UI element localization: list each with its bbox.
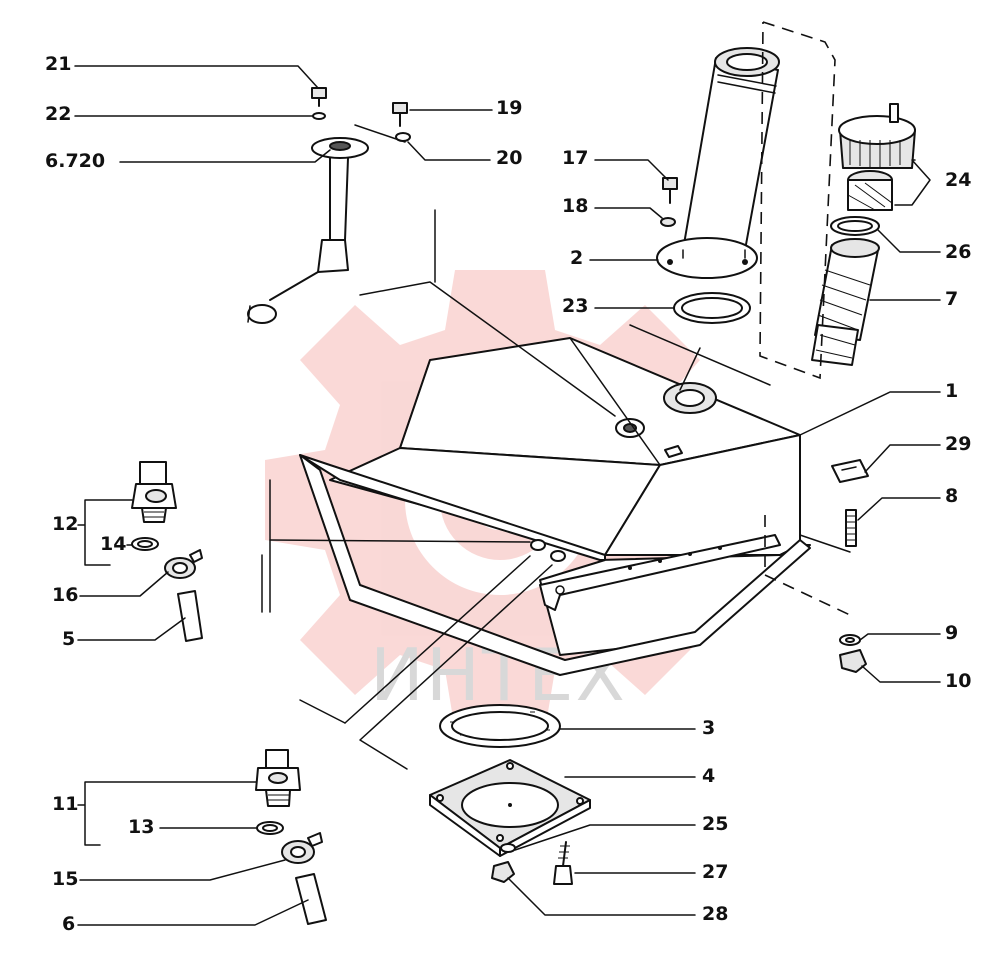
washer-18 <box>660 217 676 227</box>
callout-22: 22 <box>45 103 71 125</box>
gasket-23 <box>673 292 751 324</box>
assembly-lines <box>261 21 851 770</box>
callout-2: 2 <box>570 247 583 269</box>
gasket-3 <box>439 704 561 748</box>
callout-14: 14 <box>100 533 126 555</box>
drain-tap-12 <box>131 461 177 523</box>
callout-20: 20 <box>496 147 522 169</box>
callout-15: 15 <box>52 868 78 890</box>
gasket-26 <box>830 216 880 236</box>
callout-16: 16 <box>52 584 78 606</box>
callout-23: 23 <box>562 295 588 317</box>
callout-27: 27 <box>702 861 728 883</box>
washer-9 <box>839 634 861 646</box>
callout-6720: 6.720 <box>45 150 105 172</box>
callout-26: 26 <box>945 241 971 263</box>
bolt-17 <box>662 177 678 204</box>
clip-29 <box>831 459 869 483</box>
stud-8 <box>845 509 857 547</box>
callout-21: 21 <box>45 53 71 75</box>
callout-1: 1 <box>945 380 958 402</box>
callout-10: 10 <box>945 670 971 692</box>
hose-6 <box>295 873 327 925</box>
strainer <box>811 238 880 366</box>
callout-leaders <box>74 65 941 926</box>
washer-14 <box>131 537 159 551</box>
washer-25 <box>500 843 516 853</box>
callout-3: 3 <box>702 717 715 739</box>
fuel-level-sender <box>247 137 369 324</box>
bolt-27 <box>553 841 573 885</box>
washer-22 <box>312 112 326 120</box>
screw-21 <box>311 87 327 107</box>
fuel-tank <box>299 337 811 676</box>
callout-28: 28 <box>702 903 728 925</box>
nut-28 <box>491 861 515 883</box>
washer-13 <box>256 821 284 835</box>
callout-12: 12 <box>52 513 78 535</box>
callout-19: 19 <box>496 97 522 119</box>
callout-7: 7 <box>945 288 958 310</box>
callout-9: 9 <box>945 622 958 644</box>
drain-tap-11 <box>255 749 301 807</box>
callout-24: 24 <box>945 169 971 191</box>
clamp-15 <box>281 832 323 864</box>
callout-18: 18 <box>562 195 588 217</box>
callout-25: 25 <box>702 813 728 835</box>
screw-19 <box>392 102 408 127</box>
nut-10 <box>839 649 867 673</box>
callout-6: 6 <box>62 913 75 935</box>
filler-cap <box>838 103 916 211</box>
callout-8: 8 <box>945 485 958 507</box>
callout-29: 29 <box>945 433 971 455</box>
callout-11: 11 <box>52 793 78 815</box>
callout-4: 4 <box>702 765 715 787</box>
callout-13: 13 <box>128 816 154 838</box>
cover-plate-4 <box>429 759 591 857</box>
callout-5: 5 <box>62 628 75 650</box>
clamp-16 <box>164 549 203 579</box>
hose-5 <box>177 590 203 642</box>
callout-17: 17 <box>562 147 588 169</box>
callout-labels: 21 22 6.720 19 20 17 18 2 23 24 26 7 1 2… <box>45 53 971 935</box>
